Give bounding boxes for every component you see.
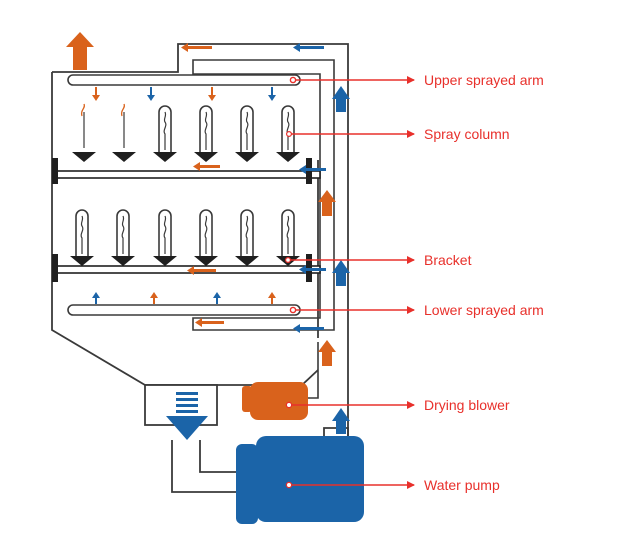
down-arrow-icon (92, 87, 100, 101)
up-arrow-icon (92, 292, 100, 304)
label-spray-column: Spray column (424, 126, 510, 142)
left-arrow-icon (181, 43, 212, 52)
spray-columns-upper (72, 103, 300, 162)
spray-column (111, 209, 135, 266)
spray-columns-lower (70, 209, 300, 266)
left-arrow-icon (195, 318, 224, 327)
drying-blower (242, 382, 308, 420)
water-flow-arrows (92, 43, 350, 440)
down-arrow-icon (208, 87, 216, 101)
spray-column (112, 103, 136, 162)
upper-sprayed-arm (67, 74, 301, 86)
spray-column (194, 105, 218, 162)
spray-column (235, 105, 259, 162)
pointers (289, 76, 415, 489)
up-arrow-icon (332, 260, 350, 286)
water-pump (236, 436, 364, 524)
left-arrow-icon (293, 324, 324, 333)
down-arrow-icon (147, 87, 155, 101)
labels: Upper sprayed arm Spray column Bracket L… (424, 72, 544, 493)
left-arrow-icon (299, 165, 326, 174)
exhaust-arrow-icon (66, 32, 94, 70)
up-arrow-icon (213, 292, 221, 304)
label-water-pump: Water pump (424, 477, 500, 493)
up-arrow-icon (318, 340, 336, 366)
left-arrow-icon (293, 43, 324, 52)
spray-column (194, 209, 218, 266)
left-arrow-icon (193, 162, 220, 171)
label-drying-blower: Drying blower (424, 397, 510, 413)
left-arrow-icon (187, 266, 216, 275)
air-flow-arrows (66, 32, 336, 366)
lower-sprayed-arm (67, 304, 301, 316)
up-arrow-icon (268, 292, 276, 304)
left-arrow-icon (299, 265, 326, 274)
spray-column (72, 103, 96, 162)
label-bracket: Bracket (424, 252, 472, 268)
spray-column (153, 209, 177, 266)
drain-arrow-icon (166, 392, 208, 440)
up-arrow-icon (332, 408, 350, 434)
label-upper-sprayed-arm: Upper sprayed arm (424, 72, 544, 88)
up-arrow-icon (332, 86, 350, 112)
down-arrow-icon (268, 87, 276, 101)
spray-column (153, 105, 177, 162)
up-arrow-icon (318, 190, 336, 216)
upper-rack (52, 158, 321, 184)
spray-column (70, 209, 94, 266)
spray-column (276, 105, 300, 162)
up-arrow-icon (150, 292, 158, 304)
label-lower-sprayed-arm: Lower sprayed arm (424, 302, 544, 318)
spray-column (235, 209, 259, 266)
